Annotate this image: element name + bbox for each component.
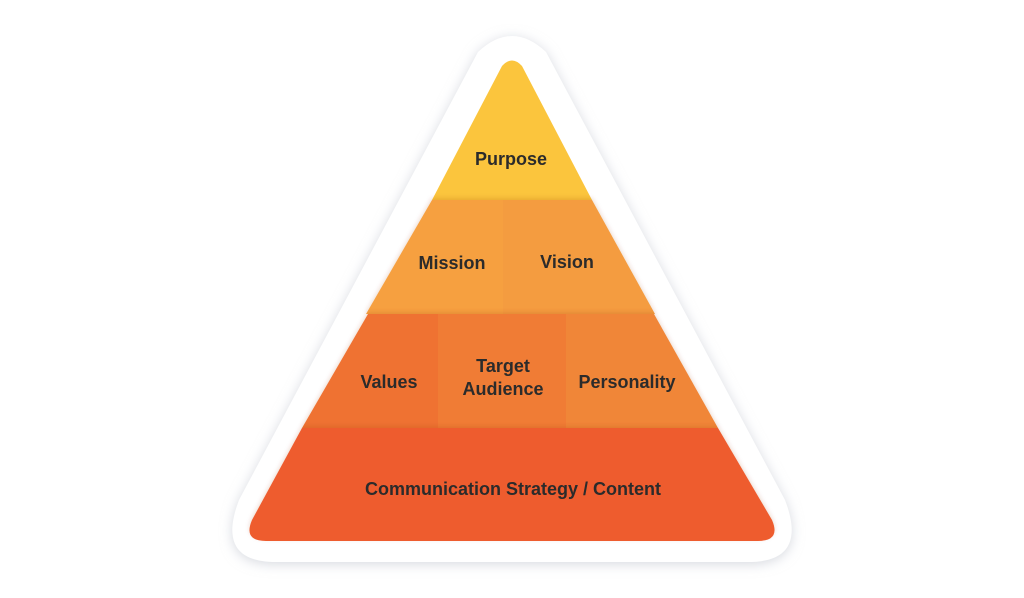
label-personality: Personality [578, 372, 675, 392]
tier-mission-vision [366, 200, 655, 314]
label-mission: Mission [418, 253, 485, 273]
tier-mission [366, 200, 505, 314]
label-values: Values [360, 372, 417, 392]
tier-personality [566, 314, 718, 428]
tier-target-audience [438, 314, 568, 428]
tier-purpose [432, 60, 592, 200]
label-purpose: Purpose [475, 149, 547, 169]
tier-communication [249, 428, 775, 541]
label-communication: Communication Strategy / Content [365, 479, 661, 499]
label-audience: Audience [462, 379, 543, 399]
tier-vision [503, 200, 655, 314]
tier-values-audience-personality [302, 314, 718, 428]
tier-values [302, 314, 440, 428]
label-vision: Vision [540, 252, 594, 272]
label-target: Target [476, 356, 530, 376]
